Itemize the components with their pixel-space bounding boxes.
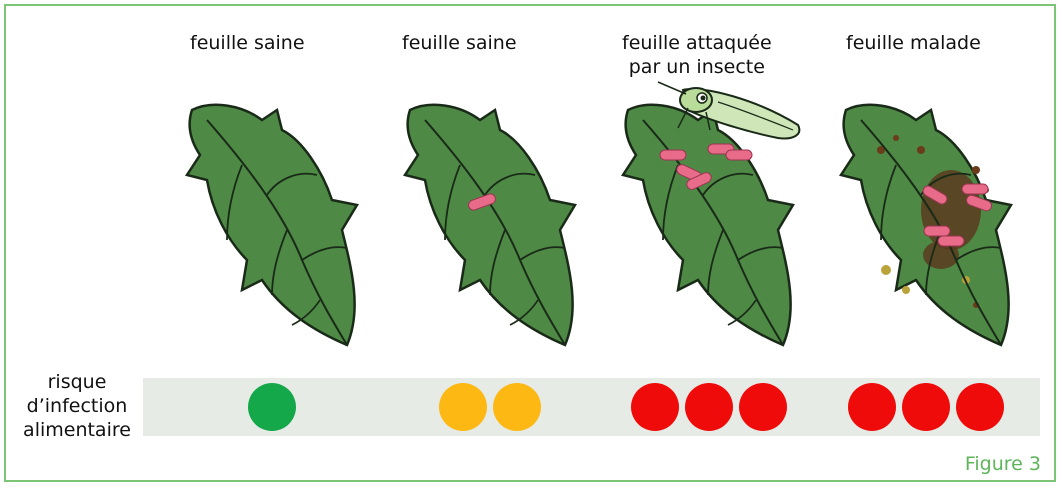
risk-dot-medium [439,383,487,431]
bacteria-icon [726,150,752,160]
risk-dot-high [956,383,1004,431]
leaf-icon [405,105,575,345]
leaf-icon [841,105,1011,345]
risk-dot-high [848,383,896,431]
risk-dot-medium [493,383,541,431]
bacteria-icon [660,150,686,160]
label-sick-leaf: feuille malade [846,31,981,55]
risk-dot-high [631,383,679,431]
healthy-leaf-1-illustration [172,80,392,360]
risk-dot-low [248,383,296,431]
risk-dot-high [739,383,787,431]
bacteria-icon [938,236,964,246]
bacteria-icon [962,184,988,194]
attacked-leaf-illustration [608,80,828,360]
risk-label: risque d’infection alimentaire [14,370,140,442]
sick-leaf-illustration [826,80,1046,360]
bacteria-icon [924,226,950,236]
risk-dot-high [902,383,950,431]
label-attacked-leaf-line1: feuille attaquée [622,31,772,55]
figure-caption: Figure 3 [965,453,1041,475]
label-attacked-leaf: feuille attaquée par un insecte [622,31,772,79]
label-healthy-leaf-1: feuille saine [190,31,305,55]
risk-label-line1: risque [14,370,140,394]
risk-dot-high [685,383,733,431]
label-attacked-leaf-line2: par un insecte [622,55,772,79]
leaf-icon [623,105,793,345]
leaf-icon [187,105,357,345]
label-healthy-leaf-2: feuille saine [402,31,517,55]
healthy-leaf-2-illustration [390,80,610,360]
risk-label-line2: d’infection [14,394,140,418]
risk-label-line3: alimentaire [14,418,140,442]
